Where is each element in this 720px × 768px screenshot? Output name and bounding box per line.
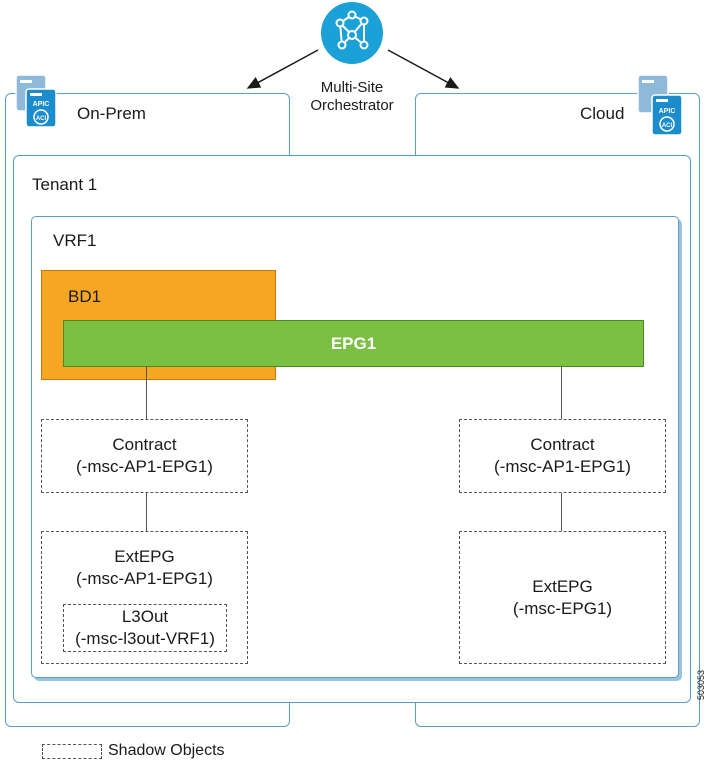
vrf-label: VRF1	[53, 231, 97, 250]
cloud-extepg-name: (-msc-EPG1)	[512, 598, 613, 618]
onprem-extepg-name: (-msc-AP1-EPG1)	[76, 569, 213, 588]
tenant-label: Tenant 1	[32, 175, 98, 194]
epg1-bar: EPG1	[63, 320, 644, 367]
onprem-l3out-name: (-msc-l3out-VRF1)	[75, 629, 215, 648]
onprem-extepg-title: ExtEPG	[114, 547, 175, 566]
onprem-site-label: On-Prem	[77, 104, 146, 123]
orchestrator-label-line2: Orchestrator	[310, 97, 394, 114]
onprem-l3out-title: L3Out	[121, 607, 169, 626]
apic-icon-text: APIC	[33, 101, 50, 108]
onprem-l3out-shadow: L3Out (-msc-l3out-VRF1)	[63, 604, 227, 652]
cloud-extepg-shadow: ExtEPG (-msc-EPG1)	[459, 531, 666, 664]
arrow-to-onprem	[246, 49, 319, 89]
cloud-site-label: Cloud	[580, 104, 625, 123]
orchestrator-label: Multi-Site Orchestrator	[296, 79, 408, 115]
msc-network-icon	[320, 1, 384, 65]
apic-controller-icon: APIC ACI	[14, 73, 58, 128]
cloud-contract-title: Contract	[530, 435, 595, 454]
onprem-contract-title: Contract	[112, 435, 177, 454]
connector-line	[561, 366, 562, 419]
legend: Shadow Objects	[42, 742, 225, 760]
orchestrator-label-line1: Multi-Site	[320, 79, 384, 96]
connector-line	[561, 493, 562, 531]
apic-controller-icon: APIC ACI	[636, 73, 683, 136]
legend-dashed-swatch	[42, 743, 102, 759]
aci-icon-text: ACI	[36, 116, 47, 122]
bd1-label: BD1	[68, 287, 102, 306]
cloud-contract-name: (-msc-AP1-EPG1)	[494, 457, 631, 476]
apic-icon-text: APIC	[659, 108, 676, 115]
figure-id: 503053	[696, 669, 706, 700]
legend-label: Shadow Objects	[108, 742, 225, 759]
connector-line	[146, 366, 147, 419]
connector-line	[146, 493, 147, 531]
orchestrator-arrows	[246, 49, 460, 89]
cloud-extepg-title: ExtEPG	[532, 576, 593, 596]
cloud-contract-shadow: Contract (-msc-AP1-EPG1)	[459, 419, 666, 493]
arrow-to-cloud	[387, 49, 460, 89]
aci-icon-text: ACI	[662, 123, 673, 129]
onprem-contract-shadow: Contract (-msc-AP1-EPG1)	[41, 419, 248, 493]
onprem-contract-name: (-msc-AP1-EPG1)	[76, 457, 213, 476]
